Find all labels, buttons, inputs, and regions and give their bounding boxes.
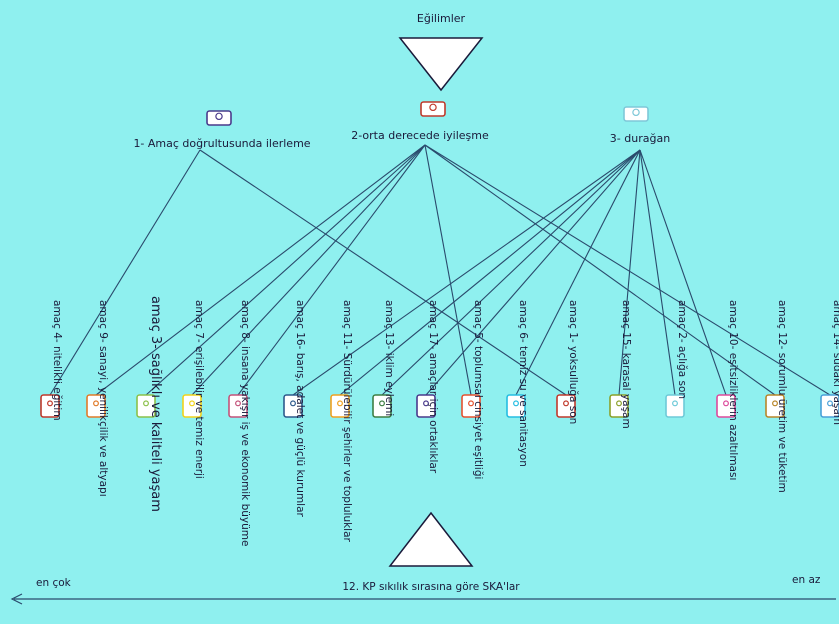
goal-label: amaç 8- insana yakışır iş ve ekonomik bü… — [239, 300, 251, 546]
goal-17-amaclar-icin-ortakliklar-icon — [416, 394, 436, 418]
connection-line — [639, 149, 676, 396]
goal-1-yoksulluga-son-icon — [556, 394, 576, 418]
bottom-label: 12. KP sıkılık sırasına göre SKA'lar — [342, 581, 520, 593]
ranking-axis-arrowhead — [10, 593, 23, 605]
goal-label: amaç 5- toplumsal cinsiyet eşitliği — [472, 300, 484, 479]
connection-line — [424, 144, 776, 396]
connection-line — [424, 144, 831, 396]
connection-line — [145, 144, 426, 396]
goal-label: amaç 9- sanayi, yenilikçilik ve altyapı — [97, 300, 109, 497]
connection-line — [237, 144, 426, 396]
connection-line — [95, 144, 426, 396]
goals-up-triangle — [388, 511, 474, 567]
connection-line — [381, 149, 641, 396]
axis-left-label: en çok — [36, 577, 72, 589]
trend-categories: 1- Amaç doğrultusunda ilerleme 2-orta der… — [133, 101, 670, 150]
goal-13-iklim-eylemi-icon — [372, 394, 392, 418]
goal-label: amaç 10- eşitsizliklerin azaltılması — [727, 300, 739, 480]
goal-label: amaç 2- açlığa son — [676, 300, 688, 399]
goal-14-sudaki-yasam-icon — [820, 394, 839, 418]
goal-15-karasal-yasam-icon — [609, 394, 629, 418]
goal-label: amaç 11- Sürdürülebilir şehirler ve topl… — [341, 300, 353, 543]
diagram-title: Eğilimler — [417, 12, 466, 25]
goal-8-insana-yakisir-is-ve-ekonomik-buyume-icon — [228, 394, 248, 418]
connection-line — [49, 149, 201, 396]
axis-right-label: en az — [792, 574, 821, 586]
trend-1-label: 1- Amaç doğrultusunda ilerleme — [133, 137, 310, 150]
goal-label: amaç 4- nitelikli eğitim — [51, 300, 63, 421]
connection-line — [515, 149, 641, 396]
trend-3-icon — [623, 106, 649, 122]
goal-label: amaç 3- sağlıklı ve kaliteli yaşam — [148, 296, 163, 512]
connection-line — [425, 149, 641, 396]
goal-12-sorumlu-uretim-ve-tuketim-icon — [765, 394, 785, 418]
goal-16-baris-adalet-ve-guclu-kurumlar-icon — [283, 394, 303, 418]
trend-2-icon — [420, 101, 446, 117]
connection-line — [639, 149, 727, 396]
trend-3-label: 3- durağan — [610, 132, 670, 145]
goal-5-toplumsal-cinsiyet-esitligi-icon — [461, 394, 481, 418]
goal-label: amaç 17- amaçlar için ortaklıklar — [427, 300, 439, 474]
trend-2-label: 2-orta derecede iyileşme — [351, 129, 489, 142]
trend-down-triangle — [398, 37, 484, 92]
goal-6-temiz-su-ve-sanitasyon-icon — [506, 394, 526, 418]
goal-label: amaç 6- temiz su ve sanitasyon — [517, 300, 529, 467]
goal-9-sanayi-yenilikcilik-ve-altyapi-icon — [86, 394, 106, 418]
connection-line — [292, 149, 641, 396]
goal-label: amaç 15- karasal yaşam — [620, 300, 632, 429]
connection-line — [339, 149, 641, 396]
goal-10-esitsizliklerin-azaltilmasi-icon — [716, 394, 736, 418]
goal-label: amaç 14- sudaki yaşam — [831, 300, 839, 425]
connection-line — [191, 144, 426, 396]
goal-labels: amaç 4- nitelikli eğitim amaç 9- sanayi, … — [40, 296, 839, 546]
goal-2-acliga-son-icon — [665, 394, 685, 418]
goal-label: amaç 13- iklim eylemi — [383, 300, 395, 416]
connection-line — [618, 149, 641, 396]
goal-11-surdurulebilir-sehirler-ve-topluluklar-icon — [330, 394, 350, 418]
goal-label: amaç 7- erişilebilir ve temiz enerji — [193, 300, 205, 479]
connection-lines — [49, 144, 831, 396]
goal-label: amaç 16- barış, adalet ve güçlü kurumlar — [294, 300, 306, 518]
goal-label: amaç 12- sorumlu üretim ve tüketim — [776, 300, 788, 493]
goal-3-saglikli-ve-kaliteli-yasam-icon — [136, 394, 156, 418]
goal-label: amaç 1- yoksulluğa son — [567, 300, 579, 424]
goal-4-nitelikli-egitim-icon — [40, 394, 60, 418]
connection-line — [424, 144, 472, 396]
trend-1-icon — [206, 110, 232, 126]
connection-line — [199, 149, 567, 396]
goal-7-erisilebilir-ve-temiz-enerji-icon — [182, 394, 202, 418]
